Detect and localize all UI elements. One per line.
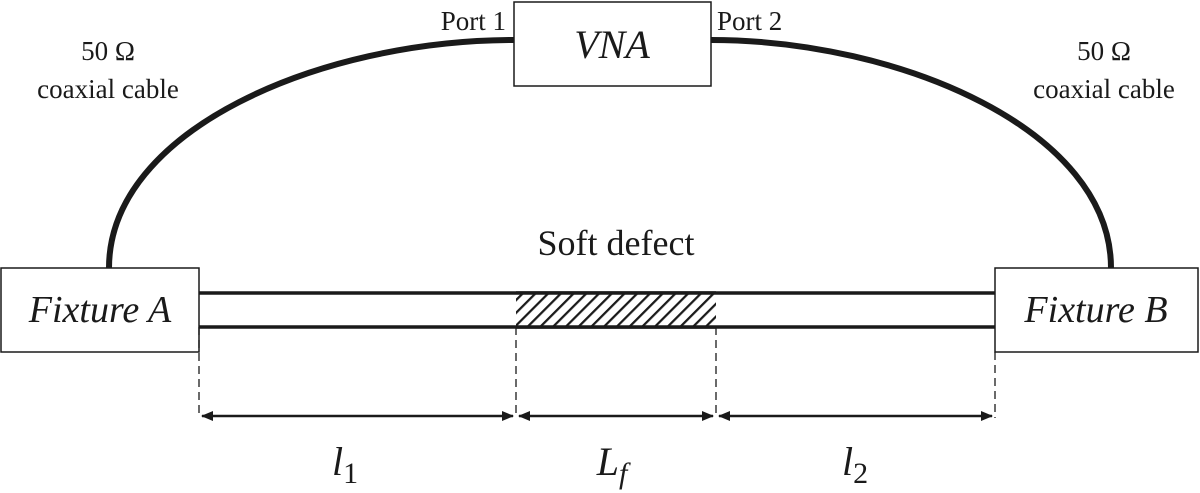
dimension-label-l2: l2 [842,439,868,490]
l2-symbol: l [842,439,853,484]
fixture-a-label: Fixture A [28,289,172,331]
right-coaxial-cable [710,37,1114,269]
soft-defect-region [516,293,716,327]
port1-label: Port 1 [441,6,506,36]
right-cable-impedance: 50 Ω [1077,36,1131,66]
dimension-label-l1: l1 [332,439,358,490]
dimension-label-lf: Lf [596,439,631,490]
l1-subscript: 1 [343,457,358,490]
left-cable-impedance: 50 Ω [81,36,135,66]
fixture-a-box [0,267,200,353]
lf-subscript: f [619,457,631,490]
port2-label: Port 2 [717,6,782,36]
right-cable-type: coaxial cable [1033,74,1175,104]
l1-symbol: l [332,439,343,484]
l2-subscript: 2 [853,457,868,490]
lf-symbol: L [596,439,619,484]
left-cable-type: coaxial cable [37,74,179,104]
fixture-b-box [994,267,1199,353]
soft-defect-label: Soft defect [538,223,695,263]
vna-label: VNA [574,22,650,67]
left-coaxial-cable [106,37,515,269]
fixture-b-label: Fixture B [1023,289,1167,331]
vna-box [513,1,712,87]
